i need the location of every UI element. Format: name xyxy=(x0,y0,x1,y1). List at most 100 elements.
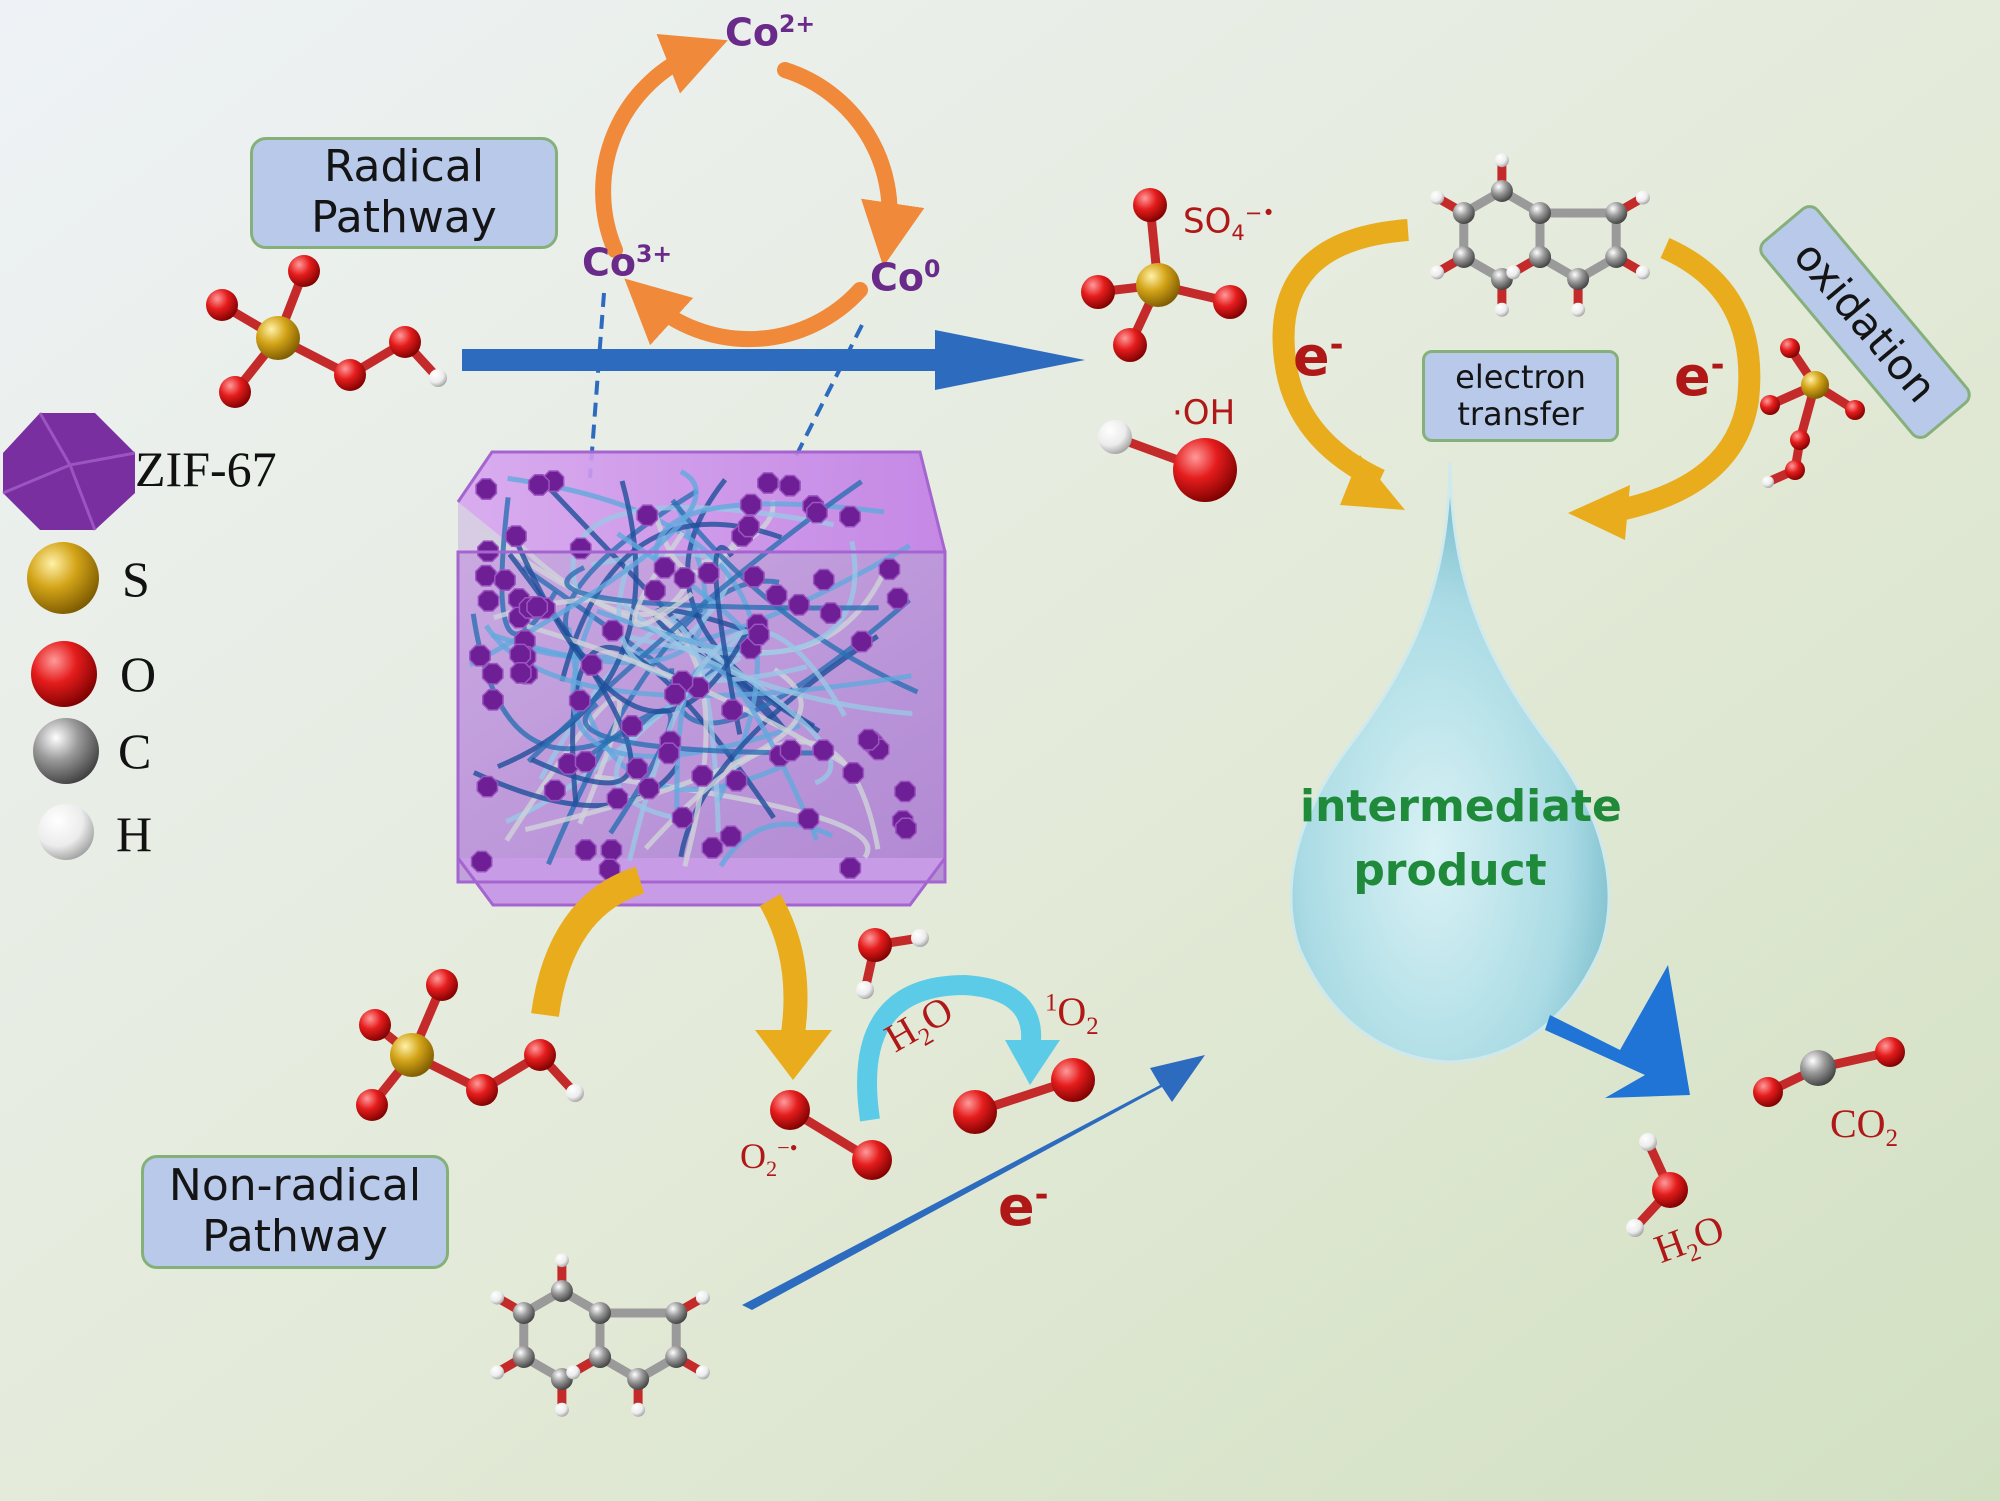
o-atom xyxy=(953,1090,997,1134)
electron-label-left: e- xyxy=(1293,325,1344,388)
h-atom xyxy=(1494,302,1509,317)
fiber-strand xyxy=(564,565,879,611)
s-atom xyxy=(1801,371,1829,399)
h-atom xyxy=(566,1084,584,1102)
electron-right-base: e xyxy=(1674,345,1711,408)
sulfate-radical-molecule xyxy=(1081,188,1247,362)
singlet-oxygen-molecule xyxy=(953,1058,1095,1134)
electron-label-right: e- xyxy=(1674,345,1725,408)
zif-67-crystal xyxy=(779,739,802,762)
o-atom xyxy=(1785,460,1805,480)
co2-molecule xyxy=(1753,1037,1905,1107)
o-atom xyxy=(852,1140,892,1180)
zif-67-crystal xyxy=(701,836,724,859)
h-atom xyxy=(554,1402,569,1417)
c-atom xyxy=(1800,1050,1836,1086)
so4-charge: −• xyxy=(1244,200,1275,225)
h-atom xyxy=(911,929,929,947)
legend-h-label: H xyxy=(116,806,153,862)
o-atom xyxy=(858,928,892,962)
zif-67-crystal xyxy=(812,739,835,762)
fiber-strand xyxy=(507,475,760,804)
o-atom xyxy=(524,1039,556,1071)
zif-67-crystal xyxy=(797,807,820,830)
co3-charge: 3+ xyxy=(636,240,673,268)
co3-label: Co3+ xyxy=(582,240,672,285)
o-atom xyxy=(1652,1172,1688,1208)
product-arrow xyxy=(1545,965,1690,1098)
droplet-text: intermediate product xyxy=(1300,775,1622,903)
o-atom xyxy=(466,1074,498,1106)
c-atom xyxy=(1605,246,1628,268)
cobalt-link-lines xyxy=(588,292,864,479)
o-atom xyxy=(288,255,320,287)
zif-67-crystal xyxy=(574,839,597,861)
fiber-strand xyxy=(621,602,913,717)
zif-67-crystal xyxy=(819,602,842,624)
h-atom xyxy=(695,1290,710,1305)
co2-charge: 2+ xyxy=(779,10,816,38)
o-atom xyxy=(356,1089,388,1121)
co2-product-base: CO xyxy=(1830,1101,1886,1146)
o-atom xyxy=(1790,430,1810,450)
fiber-strand xyxy=(472,764,680,809)
hydrogen-legend-icon xyxy=(38,804,94,860)
droplet-line2: product xyxy=(1353,844,1547,896)
electron-bottom-base: e xyxy=(998,1175,1035,1238)
c-atom xyxy=(627,1368,650,1390)
nonradical-pathway-line1: Non-radical xyxy=(168,1160,422,1212)
zif-67-crystal xyxy=(644,579,666,602)
peroxymonosulfate-molecule-top xyxy=(206,255,447,408)
o-atom xyxy=(206,289,238,321)
o-atom xyxy=(389,326,421,358)
h-atom xyxy=(1635,190,1650,205)
fiber-strand xyxy=(718,821,834,868)
zif-67-crystal xyxy=(568,689,591,712)
carbon-legend-icon xyxy=(33,718,99,784)
o-atom xyxy=(1173,438,1237,502)
o2-charge: −• xyxy=(777,1135,798,1160)
electron-left-base: e xyxy=(1293,325,1330,388)
o2-base: O xyxy=(740,1136,766,1176)
nonradical-pathway-box: Non-radical Pathway xyxy=(141,1155,449,1269)
s-atom xyxy=(256,316,300,360)
cycle-arc-left xyxy=(595,34,728,258)
zif-67-crystal xyxy=(743,565,765,588)
legend-zif-label: ZIF-67 xyxy=(135,441,277,497)
o-atom xyxy=(1760,395,1780,415)
zif-67-crystal xyxy=(476,775,499,798)
hydroxyl-radical-label: ·OH xyxy=(1172,393,1236,433)
c-atom xyxy=(550,1280,573,1302)
c-atom xyxy=(1490,180,1513,202)
zif-67-crystal xyxy=(739,493,762,516)
c-atom xyxy=(1452,202,1475,224)
h-atom xyxy=(1762,476,1774,488)
legend-o-label: O xyxy=(120,646,157,702)
zif-67-crystal xyxy=(505,525,527,548)
zif-67-crystal xyxy=(812,568,835,591)
h-atom xyxy=(1494,153,1509,168)
electron-right-sup: - xyxy=(1710,345,1725,384)
h-atom xyxy=(856,981,874,999)
s-atom xyxy=(1136,263,1180,307)
so4-base: SO xyxy=(1183,201,1232,242)
zif-67-crystal xyxy=(494,569,516,592)
h-atom xyxy=(490,1290,505,1305)
naphthalene-molecule-bottom xyxy=(490,1253,710,1417)
zif-67-crystal xyxy=(747,623,770,646)
electron-arrow-right xyxy=(1568,237,1761,540)
zif-67-crystal xyxy=(757,472,779,494)
c-atom xyxy=(1529,202,1552,224)
h-atom xyxy=(1430,190,1445,205)
co0-label: Co0 xyxy=(870,255,940,300)
zif-67-crystal xyxy=(765,584,788,607)
zif-67-crystal xyxy=(894,780,916,803)
superoxide-label: O2−• xyxy=(740,1135,798,1182)
co0-base: Co xyxy=(870,255,924,300)
zif-67-crystal xyxy=(657,742,680,765)
fiber-strand xyxy=(507,533,696,618)
nonradical-activation-arrow xyxy=(531,866,645,1018)
water-molecule-top xyxy=(856,928,929,999)
zif-67-crystal xyxy=(878,558,901,581)
